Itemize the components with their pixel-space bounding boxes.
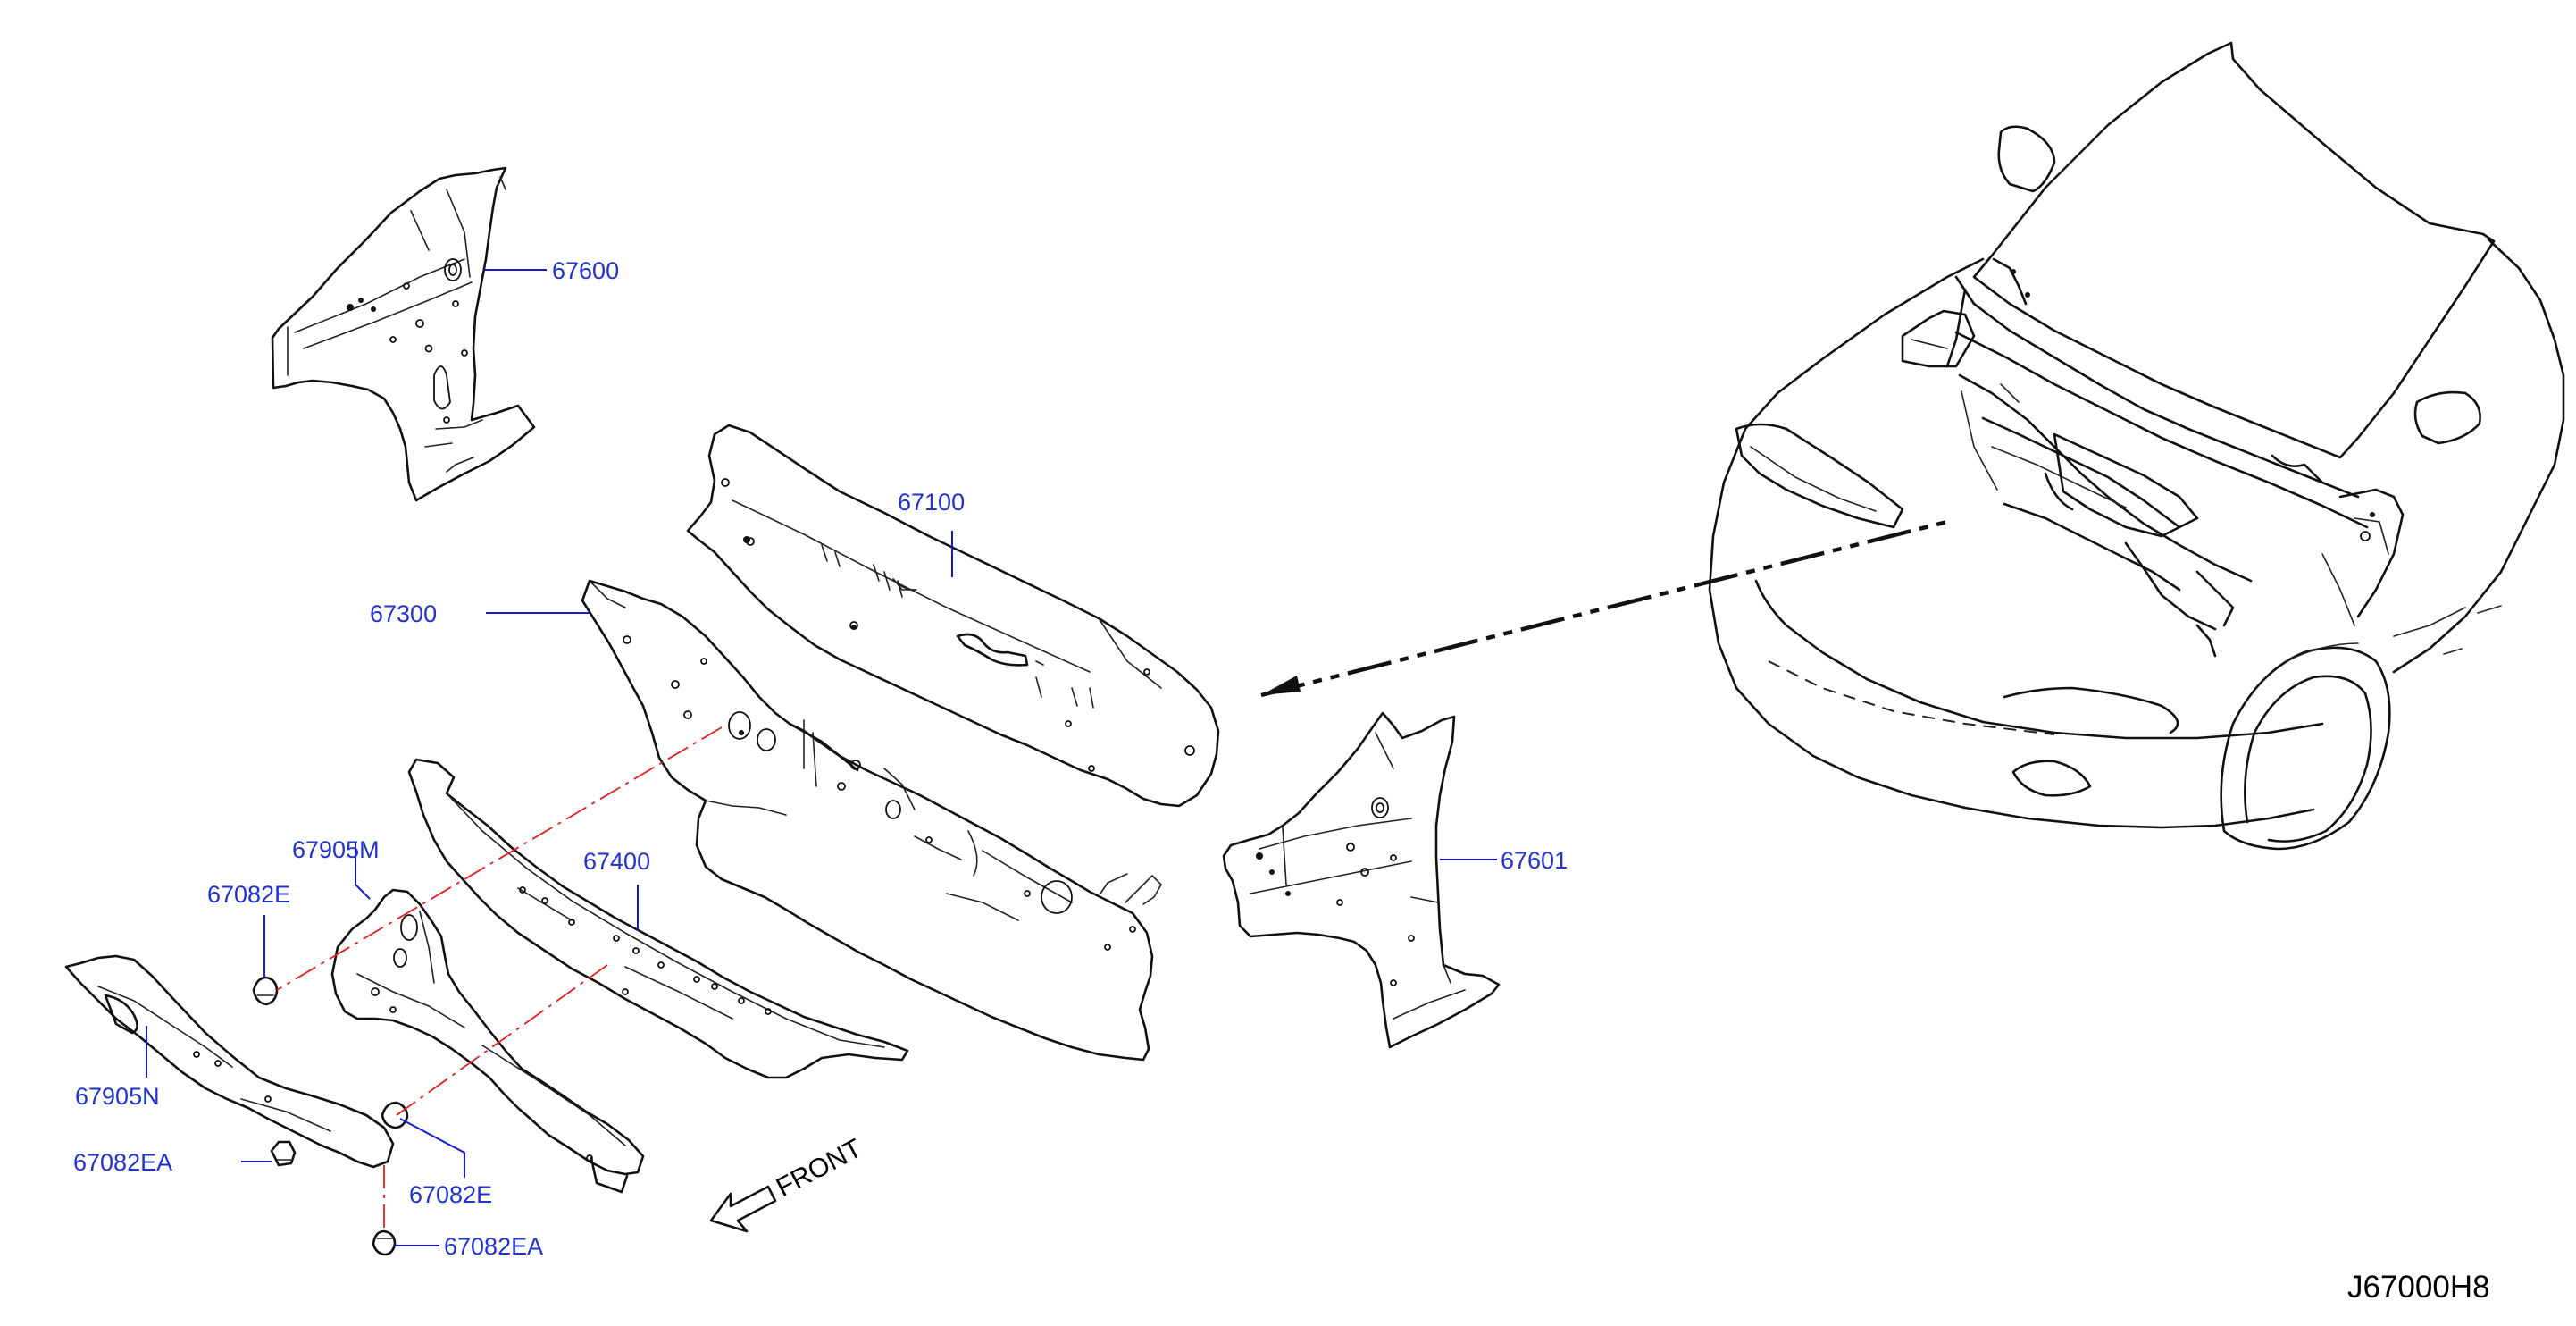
label-67400: 67400 [583,848,650,875]
label-67600: 67600 [552,257,619,284]
part-67082E-clip-top [252,976,279,1006]
part-67600-panel [271,166,536,502]
part-67905N-insulator [64,954,395,1169]
label-67905M: 67905M [292,836,380,863]
label-67082E-bottom: 67082E [409,1181,492,1208]
label-67082EA-left: 67082EA [73,1149,172,1176]
front-indicator: FRONT [709,1134,867,1233]
car-overview [1708,41,2565,851]
part-67400-insulator [407,758,909,1079]
label-67082E-top: 67082E [207,881,290,908]
part-67082EA-clip-bottom [372,1229,397,1256]
label-67100: 67100 [898,489,965,516]
label-67601: 67601 [1501,847,1568,874]
front-arrow-icon [709,1185,777,1233]
pointer-arrow-icon [1261,676,1301,695]
diagram-code: J67000H8 [2347,1270,2490,1305]
part-67100-cowl-top [686,424,1220,808]
location-pointer [1260,519,1948,698]
part-67300-dash-lower [581,579,1162,1062]
leader-67905M [355,842,371,900]
part-67905M-insulator [330,888,645,1194]
part-67082E-clip-bottom [381,1101,409,1129]
part-67601-panel [1222,711,1501,1049]
label-67905N: 67905N [75,1083,160,1110]
front-label: FRONT [772,1134,867,1204]
alignment-lines [276,726,723,1231]
part-67082EA-clip-left [270,1140,297,1167]
label-67300: 67300 [370,600,437,627]
label-67082EA-bottom: 67082EA [444,1233,543,1260]
leader-67082E-bottom [399,1118,465,1178]
